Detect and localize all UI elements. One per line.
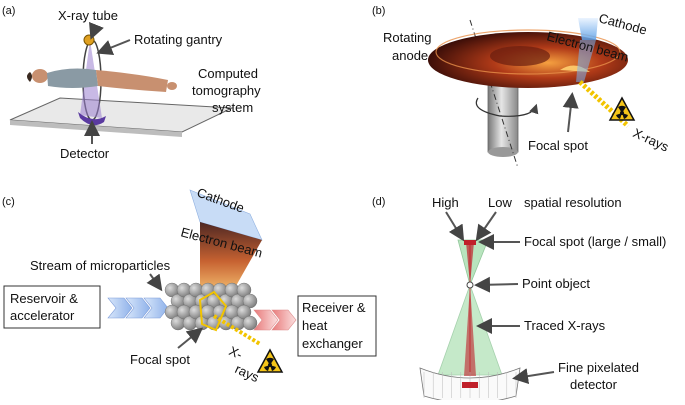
- label-detector-d: detector: [570, 377, 618, 392]
- label-rotating: Rotating: [383, 30, 431, 45]
- label-computed: Computed: [198, 66, 258, 81]
- label-stream: Stream of microparticles: [30, 258, 171, 273]
- microparticle: [236, 304, 252, 320]
- pointer-arrow-icon: [512, 368, 555, 385]
- xray-beam-b: [578, 80, 630, 128]
- label-focal-spot-c: Focal spot: [130, 352, 190, 367]
- detector-grid: [423, 372, 517, 398]
- label-focal-spot-d: Focal spot (large / small): [524, 234, 666, 249]
- label-high: High: [432, 195, 459, 210]
- patient-head: [32, 69, 48, 83]
- anode-shaft: [487, 81, 519, 153]
- patient-legs: [96, 70, 168, 92]
- cathode-b: [578, 18, 598, 40]
- panel-a-letter: (a): [2, 5, 15, 17]
- panel-c: (c): [2, 185, 377, 385]
- microparticle: [236, 282, 252, 298]
- radiation-hazard-icon: [256, 348, 284, 373]
- electron-beam-b: [576, 40, 596, 82]
- pointer-arrow-icon: [89, 21, 104, 40]
- panel-b: (b) Cathode Rotating anode Electro: [372, 5, 672, 169]
- radiation-hazard-icon: [608, 96, 636, 121]
- patient: [27, 68, 177, 92]
- panel-d-letter: (d): [372, 196, 385, 208]
- label-traced-xrays: Traced X-rays: [524, 318, 606, 333]
- label-reservoir-2: accelerator: [10, 308, 75, 323]
- label-low: Low: [488, 195, 512, 210]
- label-receiver-3: exchanger: [302, 336, 363, 351]
- label-xrays-b: X-rays: [631, 125, 672, 155]
- red-flow-arrows: [253, 309, 297, 331]
- anode-shaft-base: [488, 147, 518, 157]
- label-receiver-2: heat: [302, 318, 328, 333]
- rotation-arrow-icon: [475, 97, 539, 117]
- label-spatial-resolution: spatial resolution: [524, 195, 622, 210]
- microparticle-stream: [164, 282, 258, 331]
- label-focal-spot-b: Focal spot: [528, 138, 588, 153]
- panel-b-letter: (b): [372, 5, 385, 17]
- pointer-arrow-icon: [146, 273, 163, 292]
- electron-beam-c: [200, 222, 262, 300]
- anode-rim: [435, 29, 621, 75]
- patient-hair: [27, 72, 32, 82]
- label-xrays-c-2: rays: [233, 361, 262, 385]
- pointer-arrow-icon: [474, 276, 519, 293]
- panel-d: (d) High Low spatial resolution Focal sp…: [372, 195, 666, 404]
- label-tomography: tomography: [192, 83, 261, 98]
- label-fine-pixelated: Fine pixelated: [558, 360, 639, 375]
- label-receiver-1: Receiver &: [302, 300, 366, 315]
- label-system: system: [212, 100, 253, 115]
- blue-flow-arrows: [107, 297, 169, 319]
- pointer-arrow-icon: [177, 327, 204, 349]
- pointer-arrow-icon: [475, 211, 497, 242]
- panel-c-letter: (c): [2, 196, 15, 208]
- microparticle: [242, 293, 258, 309]
- label-detector: Detector: [60, 146, 110, 161]
- panel-a: (a) X-ray tube Rotating gantry Computed …: [2, 5, 261, 161]
- label-reservoir-1: Reservoir &: [10, 291, 78, 306]
- detector-hit: [462, 382, 478, 388]
- patient-feet: [167, 82, 177, 90]
- anode-hub: [490, 46, 550, 66]
- pointer-arrow-icon: [562, 92, 579, 133]
- label-xrays-c-1: X-: [227, 343, 245, 362]
- xray-beam-c: [212, 314, 262, 346]
- label-xray-tube: X-ray tube: [58, 8, 118, 23]
- reservoir-box: [3, 285, 101, 329]
- receiver-box: [297, 295, 377, 357]
- label-point-object: Point object: [522, 276, 590, 291]
- focal-spot-marker-d: [464, 240, 476, 245]
- patient-torso: [47, 68, 98, 88]
- microparticle: [242, 315, 258, 331]
- pointer-arrow-icon: [96, 39, 131, 55]
- label-anode: anode: [392, 48, 428, 63]
- point-object: [466, 281, 474, 289]
- pointer-arrow-icon: [445, 211, 465, 242]
- label-cathode-b: Cathode: [597, 10, 648, 37]
- xray-tube: [83, 34, 95, 46]
- label-rotating-gantry: Rotating gantry: [134, 32, 223, 47]
